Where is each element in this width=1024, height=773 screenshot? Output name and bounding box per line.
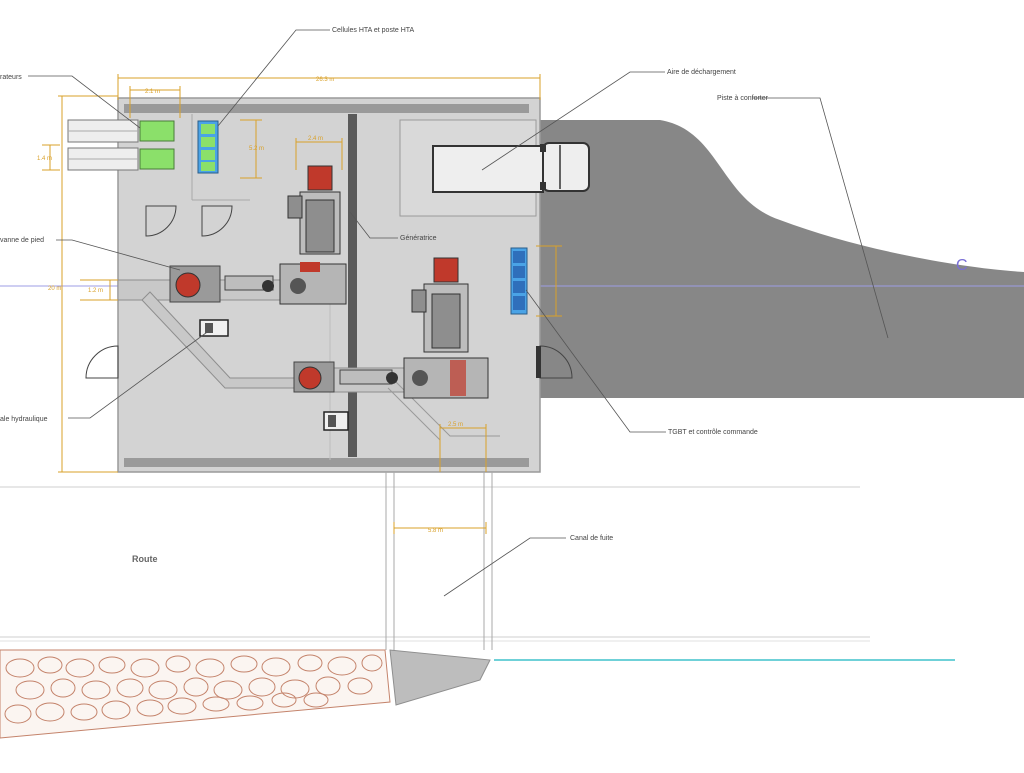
label-vanne-pied: vanne de pied: [0, 237, 44, 244]
turbine-group-2: [293, 357, 489, 399]
wall-middle: [348, 114, 357, 457]
tgbt-cells: [510, 247, 528, 315]
aerator-channels: [67, 119, 139, 171]
hydraulic-unit-1: [199, 319, 229, 337]
door-frame: [536, 346, 541, 378]
door-2: [201, 205, 233, 237]
generator-2: [411, 257, 469, 353]
piste-mass: [540, 120, 1024, 398]
dim-1-2: 1.2 m: [88, 288, 103, 294]
label-canal-fuite: Canal de fuite: [570, 535, 613, 542]
outlet-structure: [389, 649, 491, 706]
dim-1-4: 1.4 m: [37, 156, 52, 162]
hydraulic-unit-2: [323, 411, 349, 431]
label-aerateurs: rateurs: [0, 74, 22, 81]
dim-5-8: 5.8 m: [428, 528, 443, 534]
door-1: [145, 205, 177, 237]
dim-width-total: 26.3 m: [316, 77, 334, 83]
hta-cells: [197, 120, 219, 174]
turbine-group-1: [169, 262, 347, 305]
label-generatrice: Génératrice: [400, 235, 437, 242]
door-4: [539, 345, 573, 379]
label-route: Route: [132, 554, 158, 564]
label-cellules-hta: Cellules HTA et poste HTA: [332, 27, 415, 34]
label-tgbt: TGBT et contrôle commande: [668, 429, 758, 436]
dim-5-2: 5.2 m: [249, 146, 264, 152]
generator-1: [287, 165, 341, 255]
dim-20m: 20 m: [48, 286, 61, 292]
dim-2-4: 2.4 m: [308, 136, 323, 142]
dim-2-5: 2.5 m: [448, 422, 463, 428]
dimension-lines: [42, 74, 562, 534]
truck-icon: [432, 142, 590, 193]
aerator-cell-2: [139, 148, 175, 170]
dim-2-1: 2.1 m: [145, 89, 160, 95]
wall-top: [124, 104, 529, 113]
label-piste-conforter: Piste à conforter: [717, 95, 769, 102]
axis-mark: C: [956, 257, 968, 274]
label-centrale-hydraulique: ale hydraulique: [0, 416, 48, 423]
wall-bottom: [124, 458, 529, 467]
label-aire-dechargement: Aire de déchargement: [667, 69, 736, 76]
leader-lines: [28, 29, 889, 597]
aerator-cell-1: [139, 120, 175, 142]
tailrace-canal: [385, 472, 493, 650]
door-3: [85, 345, 119, 379]
rock-riprap: [0, 649, 391, 739]
